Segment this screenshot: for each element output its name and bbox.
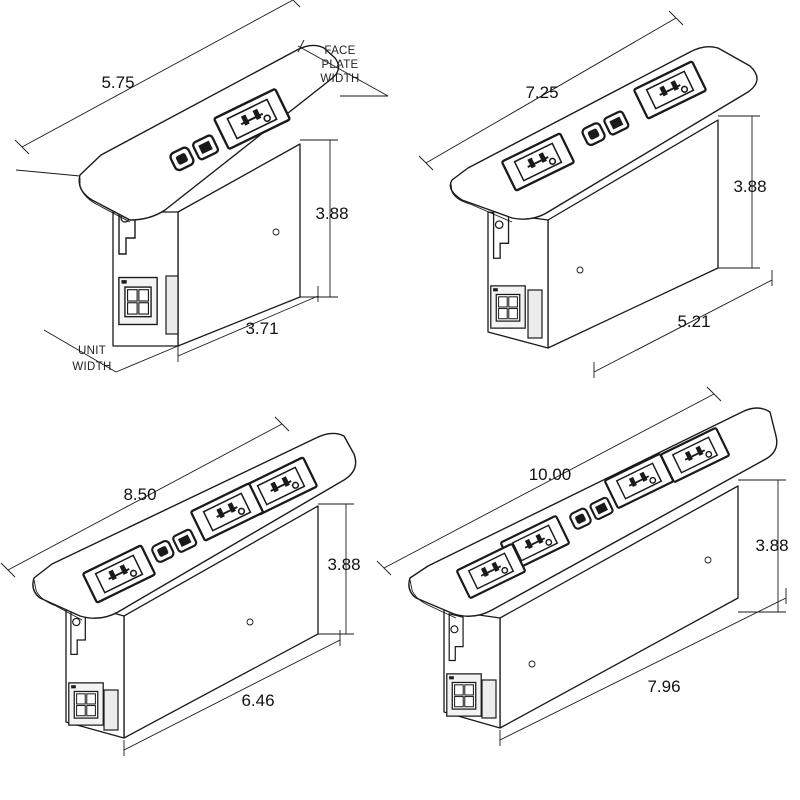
- unit-b-connector-housing: [527, 289, 543, 339]
- unit-b-depth-label: 5.21: [677, 312, 710, 331]
- unit-c-face-length-label: 8.50: [123, 485, 156, 504]
- unit-b-face-length-label: 7.25: [525, 83, 558, 102]
- unit-d-connector-housing: [481, 679, 497, 719]
- unit-d-height-label: 3.88: [755, 536, 788, 555]
- unit-a-connector-icon: [118, 276, 158, 326]
- unit-a-height-label: 3.88: [315, 204, 348, 223]
- unit-b-height-label: 3.88: [733, 177, 766, 196]
- unit-a-face-length-label: 5.75: [101, 73, 134, 92]
- unit-d-connector-icon: [446, 673, 482, 717]
- unit-a-connector-housing: [165, 275, 179, 335]
- unit-b-connector-icon: [490, 285, 526, 329]
- unit-c-depth-label: 6.46: [241, 691, 274, 710]
- unit-c-drawing: 8.50 3.88 6.46: [0, 416, 361, 756]
- unit-d-depth-label: 7.96: [647, 677, 680, 696]
- unit-a-screw: [272, 228, 280, 236]
- unit-c-screw: [246, 618, 254, 626]
- unit-a-depth-label: 3.71: [245, 319, 278, 338]
- unit-c-connector-housing: [103, 689, 119, 731]
- unit-c-height-label: 3.88: [327, 555, 360, 574]
- unit-b-drawing: 7.25 3.88 5.21: [418, 10, 773, 378]
- unit-a-face-width-caption-3: WIDTH: [320, 73, 359, 85]
- unit-d-face-length-label: 10.00: [529, 465, 572, 484]
- unit-b-screw: [576, 266, 584, 274]
- unit-c-connector-icon: [68, 682, 104, 726]
- unit-d-drawing: 10.00 3.88 7.96: [376, 386, 789, 746]
- unit-d-screw-1: [704, 556, 712, 564]
- unit-d-screw-2: [528, 660, 536, 668]
- unit-a-drawing: 5.75 FACE PLATE WIDTH 3.88 3.71 UNIT WID…: [14, 0, 389, 373]
- unit-a-face-width-caption-2: PLATE: [321, 59, 358, 71]
- unit-a-unit-width-caption-2: WIDTH: [72, 361, 111, 373]
- unit-a-face-width-caption-1: FACE: [324, 45, 355, 57]
- unit-a-unit-width-caption-1: UNIT: [78, 345, 106, 357]
